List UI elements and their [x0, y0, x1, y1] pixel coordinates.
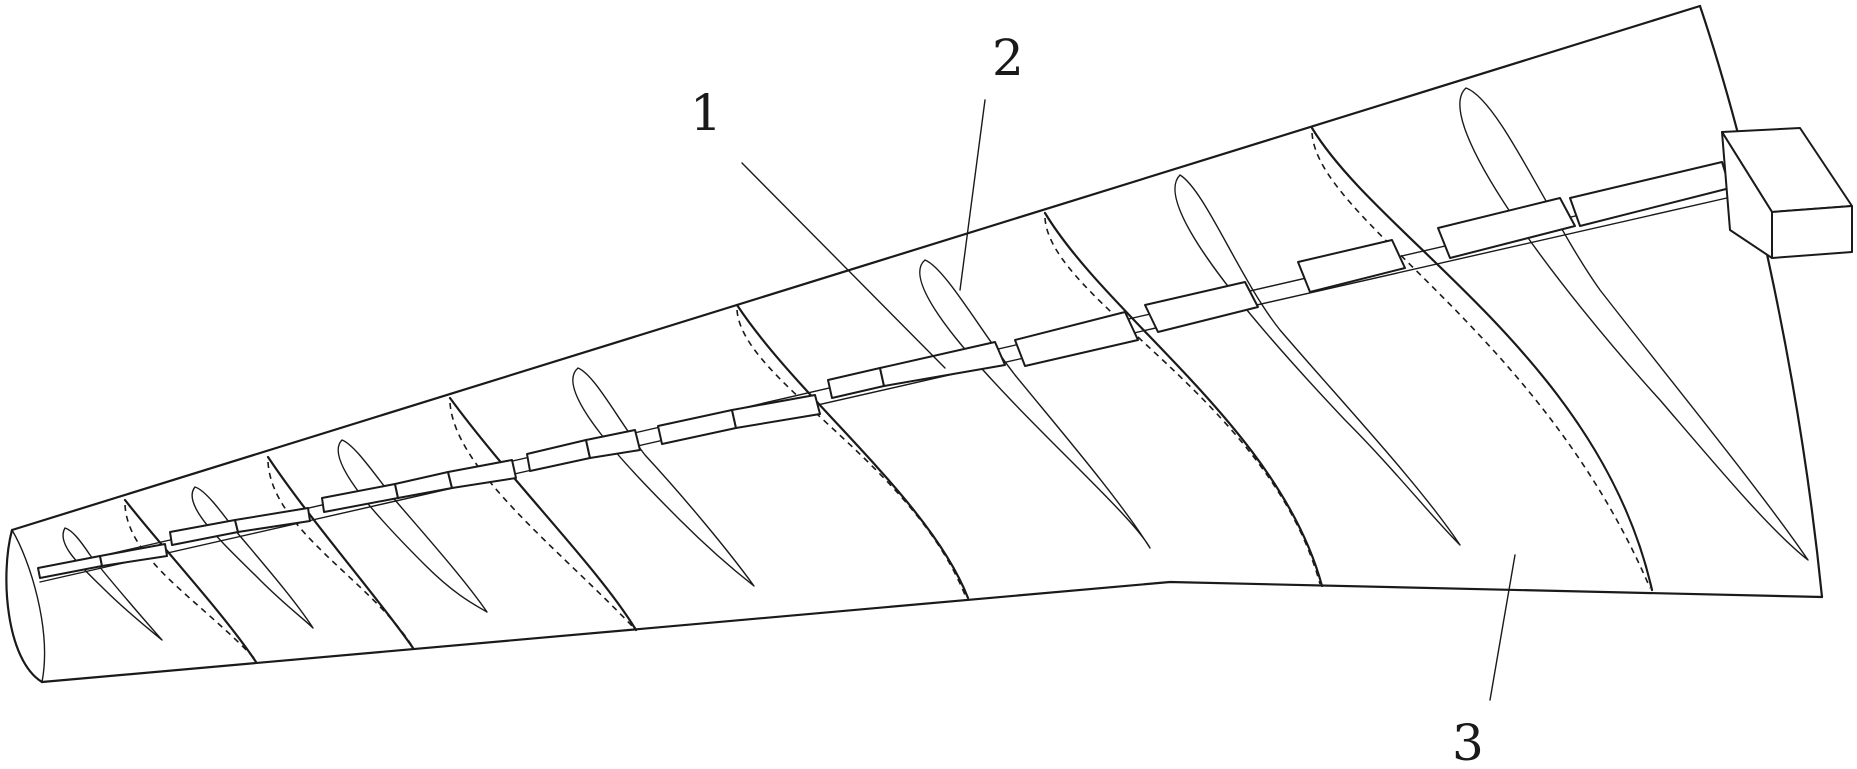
spar-segment — [1570, 162, 1730, 226]
leader-line-2 — [960, 100, 985, 290]
root-block — [1722, 128, 1852, 258]
callout-label-2: 2 — [992, 29, 1024, 87]
leader-line-3 — [1490, 555, 1515, 700]
spar-segment — [1298, 240, 1405, 292]
spar-segment — [1015, 312, 1138, 366]
spar-segment — [1145, 282, 1258, 332]
callout-label-1: 1 — [690, 84, 722, 142]
spar-segment — [38, 544, 167, 578]
ribs — [125, 128, 1652, 662]
leader-line-1 — [742, 163, 945, 368]
spar-segment — [658, 395, 820, 444]
spar-segment — [170, 508, 310, 545]
spar-segment — [828, 342, 1005, 398]
callout-label-3: 3 — [1452, 714, 1484, 769]
hidden-section-lines — [125, 133, 1650, 660]
spar-segment — [322, 460, 516, 512]
outer-skin — [6, 6, 1822, 682]
spar-segment — [527, 430, 640, 471]
